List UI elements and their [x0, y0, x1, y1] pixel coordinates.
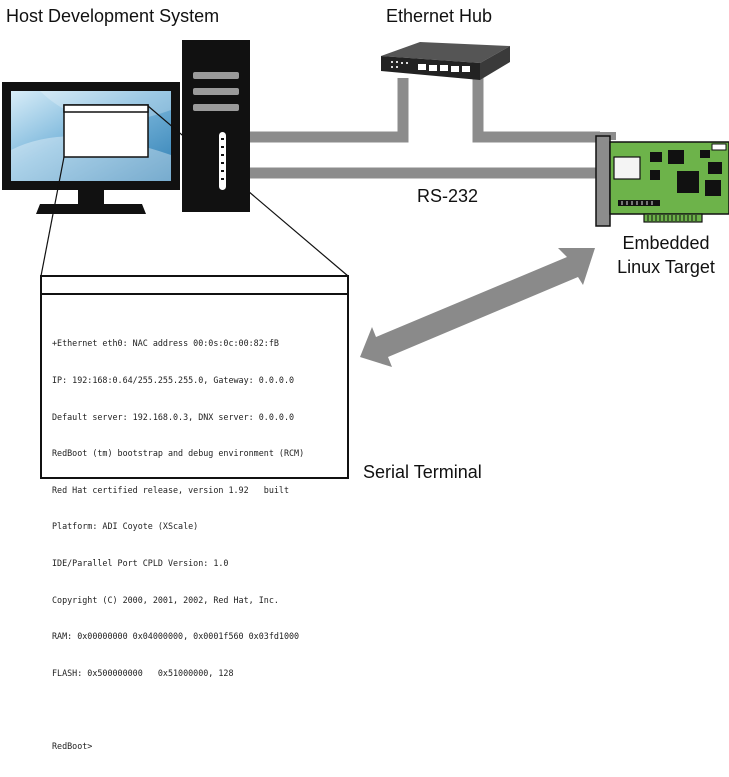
terminal-line: IP: 192:168:0.64/255.255.255.0, Gateway:… — [52, 375, 295, 385]
terminal-prompt: RedBoot> — [52, 740, 93, 751]
board-edge-pins — [647, 215, 697, 221]
rs232-label: RS-232 — [417, 186, 479, 206]
tower-vents — [221, 138, 224, 180]
hub-side — [480, 46, 510, 80]
ethernet-cable-host — [248, 78, 409, 143]
board-chip-5 — [708, 162, 722, 174]
board-connector-strip — [618, 200, 660, 206]
board-chip-white — [613, 156, 641, 180]
terminal-line: Platform: ADI Coyote (XScale) — [52, 521, 199, 532]
board-chip-1 — [650, 152, 662, 162]
monitor-icon — [2, 82, 180, 214]
embedded-target-label-line2: Linux Target — [617, 257, 715, 277]
terminal-line: RedBoot (tm) bootstrap and debug environ… — [52, 448, 305, 459]
board-chip-6 — [705, 180, 721, 196]
tower-computer-icon — [182, 40, 250, 212]
board-chip-2 — [668, 150, 684, 164]
board-header — [711, 143, 727, 151]
board-chip-7 — [650, 170, 660, 180]
hub-ports — [418, 64, 470, 72]
monitor-neck — [78, 190, 104, 204]
serial-terminal-label: Serial Terminal — [363, 462, 482, 482]
monitor-window-titlebar — [63, 104, 149, 113]
tower-bay-1 — [193, 72, 239, 79]
terminal-line: FLASH: 0x500000000 0x51000000, 128 — [52, 667, 234, 678]
arrow-shape — [360, 248, 595, 367]
monitor-window — [63, 104, 149, 158]
zoom-line-left — [40, 156, 65, 277]
terminal-line: IDE/Parallel Port CPLD Version: 1.0 — [52, 557, 229, 568]
embedded-target-label-line1: Embedded — [622, 233, 710, 253]
terminal-line — [52, 703, 343, 715]
hub-top — [381, 42, 510, 63]
monitor-stand — [36, 204, 146, 214]
ethernet-hub-icon — [381, 42, 510, 80]
ethernet-hub-label: Ethernet Hub — [386, 6, 493, 26]
board-edge-connector — [643, 213, 703, 223]
serial-terminal-window: +Ethernet eth0: NAC address 00:0s:0c:00:… — [40, 275, 349, 751]
tower-bay-2 — [193, 88, 239, 95]
board-chip-3 — [677, 171, 699, 193]
board-chip-4 — [700, 150, 710, 158]
terminal-line: Copyright (C) 2000, 2001, 2002, Red Hat,… — [52, 594, 279, 605]
terminal-line: Default server: 192.168.0.3, DNX server:… — [52, 411, 295, 422]
terminal-line: +Ethernet eth0: NAC address 00:0s:0c:00:… — [52, 338, 279, 349]
terminal-titlebar — [42, 277, 347, 295]
board-connector-pins — [621, 201, 653, 205]
tower-bay-3 — [193, 104, 239, 111]
hub-leds — [391, 61, 408, 68]
bidirectional-arrow-icon — [360, 248, 595, 367]
diagram-canvas — [2, 40, 729, 367]
cables — [248, 78, 600, 179]
terminal-line: Red Hat certified release, version 1.92 … — [52, 484, 289, 495]
board-bracket — [596, 136, 610, 226]
embedded-board-icon — [595, 132, 729, 227]
tower-body — [182, 40, 250, 212]
ethernet-cable-target — [472, 78, 600, 143]
host-system-label: Host Development System — [6, 6, 220, 26]
tower-button — [219, 132, 226, 190]
terminal-output: +Ethernet eth0: NAC address 00:0s:0c:00:… — [52, 313, 343, 777]
terminal-line: RAM: 0x00000000 0x04000000, 0x0001f560 0… — [52, 631, 300, 642]
